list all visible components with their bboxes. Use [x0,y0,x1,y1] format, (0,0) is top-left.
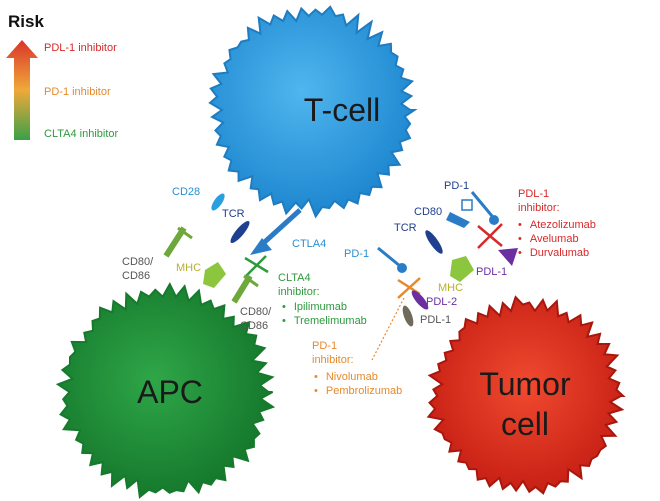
pd1-inhibitor-title-1: PD-1 [312,340,338,352]
cd80-right-label: CD80 [414,206,443,218]
ctla4-inhibitor-title-1: CLTA4 [278,272,311,284]
cd80-cd86-bottom-label-1: CD80/ [240,306,272,318]
mhc-left-molecule [203,262,226,288]
cd80-cd86-bottom-label-2: CD86 [240,320,269,332]
cd80-cd86-top-label-2: CD86 [122,270,151,282]
cd80-cd86-top-ligand [163,226,193,258]
cd28-receptor [211,193,225,211]
tcell-label: T-cell [303,92,381,128]
tcr-left-label: TCR [222,208,245,220]
pd1-center-receptor [377,246,407,273]
ctla4-arrow [250,208,302,255]
list-item: Tremelimumab [282,314,367,328]
ctla4-inhibitor-title-2: inhibitor: [278,286,320,298]
legend-item-ctla4: CLTA4 inhibitor [44,128,119,140]
ctla4-label: CTLA4 [292,238,327,250]
pdl2-ligand [411,290,429,310]
ctla4-block-x [244,255,269,277]
cd28-label: CD28 [172,186,201,198]
mhc-right-label: MHC [438,282,464,294]
mhc-right-molecule [450,256,474,282]
ctla4-inhibitor-drugs: Ipilimumab Tremelimumab [282,300,367,328]
tumor-label-line1: Tumor [479,366,571,402]
pdl1-inhibitor-title-2: inhibitor: [518,202,560,214]
tcr-left-receptor [230,220,250,244]
mhc-left-label: MHC [176,262,202,274]
legend-title: Risk [8,12,44,31]
pdl1-block-x [477,223,503,249]
tcr-right-receptor [425,230,443,254]
list-item: Avelumab [518,232,596,246]
pd1-top-receptor [461,191,499,225]
list-item: Nivolumab [314,370,402,384]
risk-arrow [6,40,38,140]
pd1-inhibitor-drugs: Nivolumab Pembrolizumab [314,370,402,398]
pd1-inhibitor-title-2: inhibitor: [312,354,354,366]
list-item: Durvalumab [518,246,596,260]
pdl1-bottom-label: PDL-1 [420,314,452,326]
cd80-cd86-bottom-ligand [231,274,259,304]
tcell-shape [208,5,418,219]
pdl1-inhibitor-title-1: PDL-1 [518,188,550,200]
apc-label: APC [137,374,203,410]
pdl1-bottom-ligand [402,305,414,327]
cd80-cd86-top-label-1: CD80/ [122,256,154,268]
list-item: Pembrolizumab [314,384,402,398]
list-item: Ipilimumab [282,300,367,314]
pd1-top-label: PD-1 [444,180,470,192]
pd1-center-label: PD-1 [344,248,370,260]
pdl1-right-ligand [498,248,518,266]
pdl1-right-label: PDL-1 [476,266,508,278]
tumor-shape [426,295,626,495]
tumor-label-line2: cell [500,406,549,442]
cd80-right-ligand [446,212,470,228]
list-item: Atezolizumab [518,218,596,232]
tcr-right-label: TCR [394,222,417,234]
pdl1-inhibitor-drugs: Atezolizumab Avelumab Durvalumab [518,218,596,260]
legend-item-pdl1: PDL-1 inhibitor [44,42,117,54]
pdl2-label: PDL-2 [426,296,458,308]
legend-item-pd1: PD-1 inhibitor [44,86,111,98]
apc-shape [55,281,276,499]
